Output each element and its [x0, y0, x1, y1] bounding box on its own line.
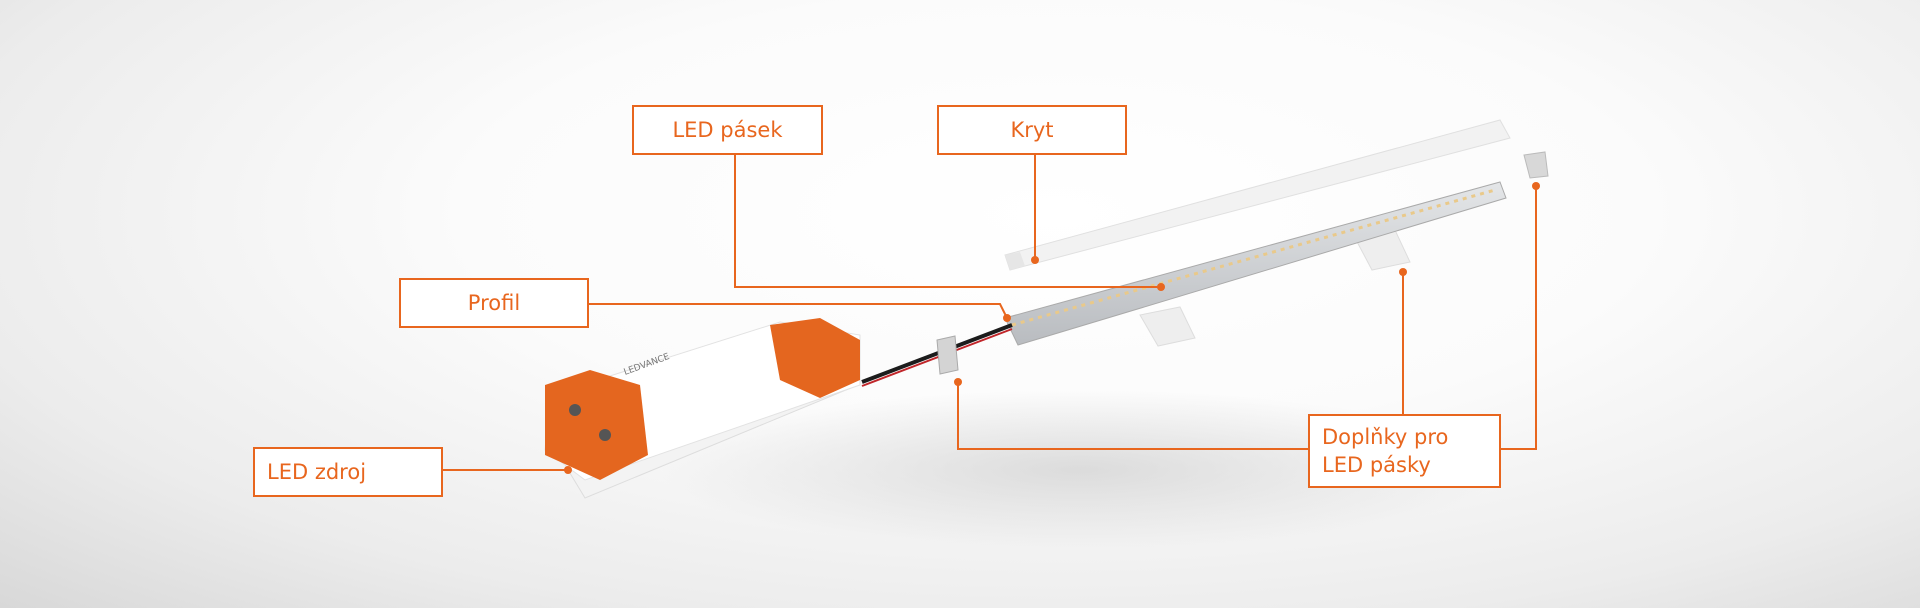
- end-cap: [1523, 151, 1549, 179]
- label-profile: Profil: [399, 278, 589, 328]
- mounting-clip: [1139, 306, 1196, 347]
- label-cover: Kryt: [937, 105, 1127, 155]
- leader-dots: [564, 182, 1540, 474]
- label-accessories-line2: LED pásky: [1322, 453, 1431, 477]
- profile-part: [1004, 181, 1507, 346]
- label-accessories: Doplňky pro LED pásky: [1308, 414, 1501, 488]
- label-accessories-line1: Doplňky pro: [1322, 425, 1449, 449]
- power-supply: LEDVANCE: [544, 318, 861, 499]
- led-strip: [1011, 188, 1496, 327]
- end-clip: [936, 335, 959, 375]
- label-led-strip: LED pásek: [632, 105, 823, 155]
- floor-shadow: [660, 390, 1500, 550]
- label-power-supply: LED zdroj: [253, 447, 443, 497]
- leader-lines: [443, 154, 1537, 471]
- cable: [861, 323, 1013, 384]
- cover-part: [1004, 119, 1511, 271]
